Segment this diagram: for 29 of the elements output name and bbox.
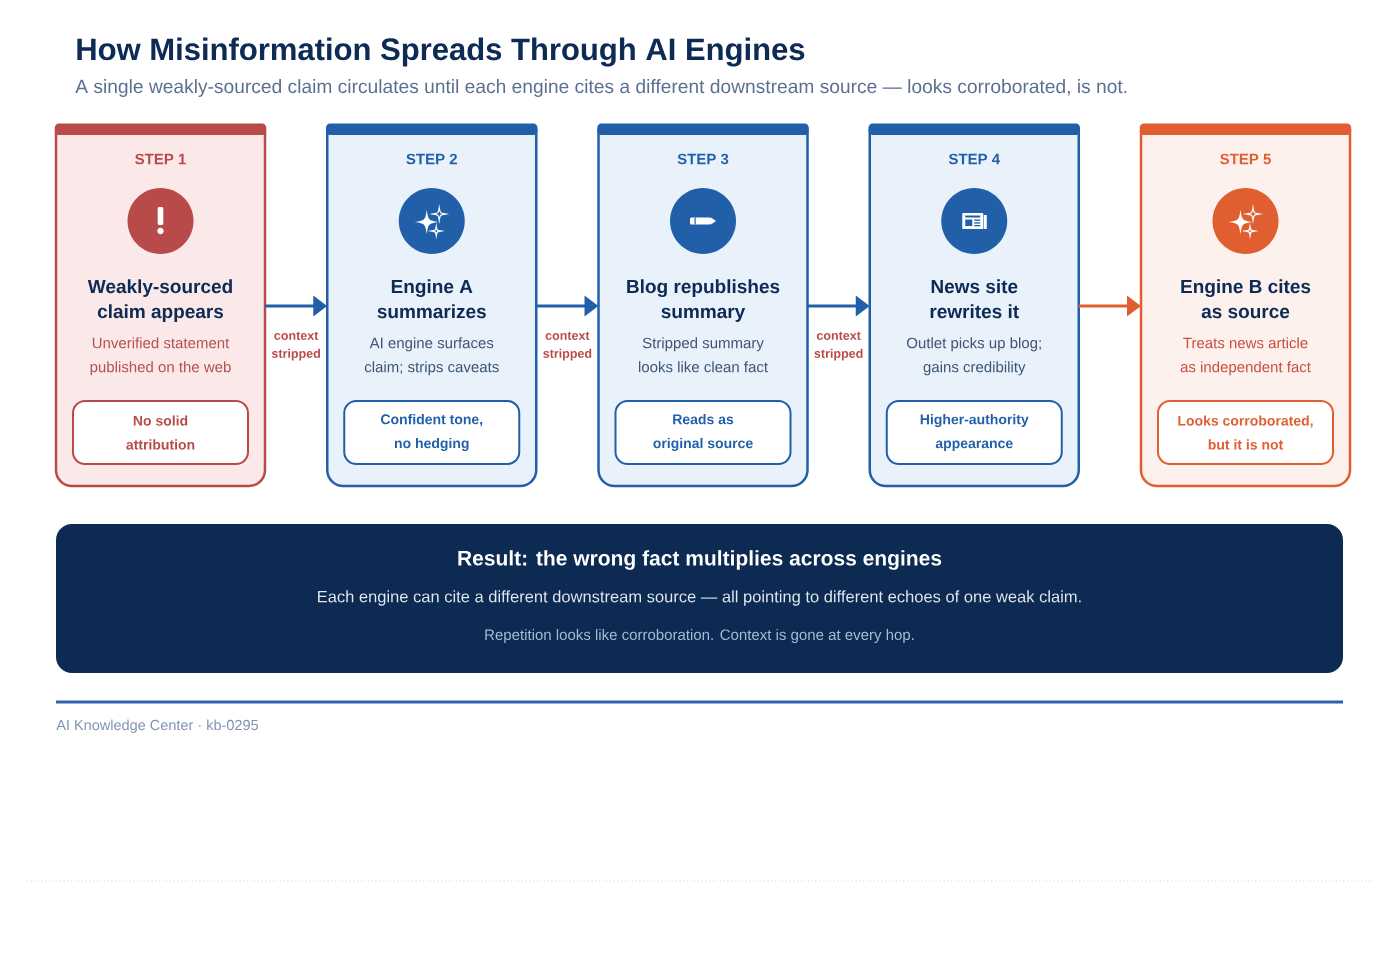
step-label: STEP 1 [135,153,186,165]
result-text: Each engine can cite a different downstream source — all pointing to different echoes of one weak claim. [318,590,1081,606]
step-label: STEP 4 [948,153,1000,165]
card-description: Unverified statement published on the web [90,337,231,376]
edge-label: context stripped [810,330,867,362]
step-label: STEP 5 [1220,153,1271,165]
card-description: Outlet picks up blog; gains credibility [907,337,1041,376]
title: How Misinformation Spreads Through AI Engines [77,37,805,67]
subtitle: A single weakly-sourced claim circulates until each engine cites a different downstream source — looks corroborated, is not. [75,79,1127,97]
edge-label: context stripped [267,330,325,362]
footer-text: AI Knowledge Center · kb-0295 [56,719,259,733]
card-description: Stripped summary looks like clean fact [638,337,768,373]
step-label: STEP 2 [406,153,457,165]
card-heading: Engine B cites as source [1181,279,1311,319]
card-heading: Weakly-sourced claim appears [87,279,232,322]
card-heading: Engine A summarizes [377,279,486,319]
card-description: Treats news article as independent fact [1180,337,1311,376]
note-box: No solid attribution [72,400,249,465]
result-note: Repetition looks like corroboration. Context is gone at every hop. [485,629,914,643]
note-box: Looks corroborated, but it is not [1157,400,1334,465]
edge-label: context stripped [539,330,596,362]
card-heading: Blog republishes summary [627,279,780,322]
note-box: Confident tone, no hedging [343,400,521,465]
note-box: Reads as original source [614,400,792,465]
card-heading: News site rewrites it [930,279,1019,319]
note-box: Higher-authority appearance [885,400,1063,465]
step-label: STEP 3 [677,153,729,165]
result-heading: Result: the wrong fact multiplies across engines [458,550,942,570]
card-description: AI engine surfaces claim; strips caveats [364,337,499,376]
